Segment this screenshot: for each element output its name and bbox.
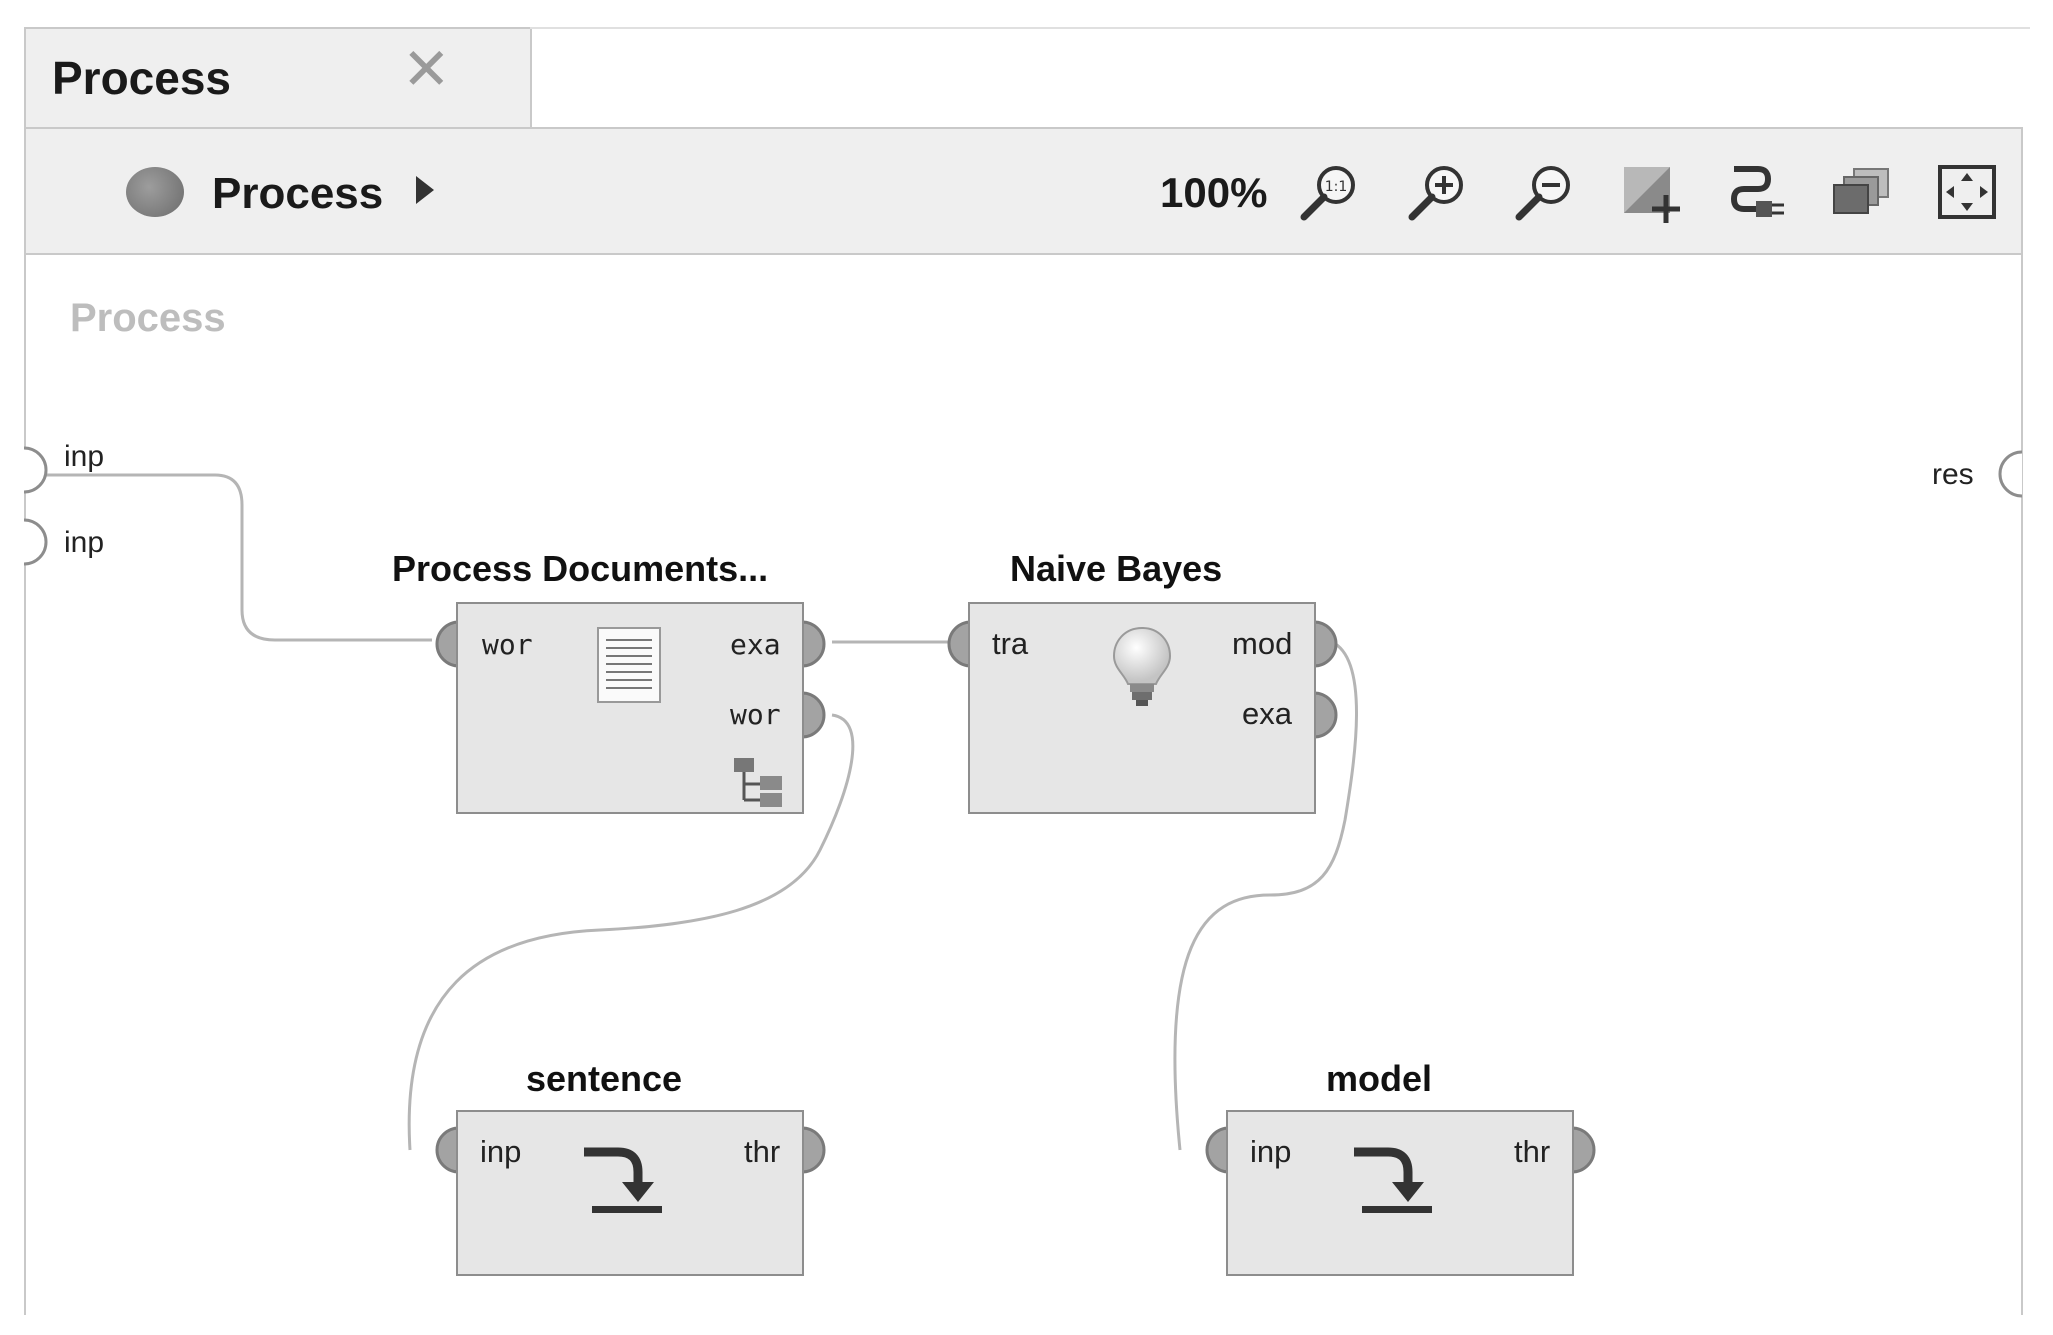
naive-bayes-out-port-mod [1312,620,1338,668]
port-label-thr-out: thr [1514,1134,1551,1169]
breadcrumb[interactable]: Process [212,169,384,218]
port-label-tra-in: tra [992,626,1029,661]
tab-strip [530,27,2030,129]
wire-mod-to-model [1173,640,1358,1151]
canvas-input-port-2 [23,518,48,566]
port-label-wor-out: wor [730,698,781,731]
model-out-port-thr [1570,1126,1596,1174]
add-note-icon[interactable] [1618,161,1684,223]
svg-text:1:1: 1:1 [1325,179,1348,195]
naive-bayes-in-port-tra [947,620,973,668]
sentence-out-port-thr [800,1126,826,1174]
port-label-wor-in: wor [482,628,533,661]
wire-inp-to-process-documents [40,473,432,642]
canvas-output-port-1 [1998,450,2023,498]
operator-title-naive-bayes: Naive Bayes [1010,548,1223,589]
port-label-mod-out: mod [1232,626,1293,661]
tab-title: Process [52,52,232,104]
operator-title-process-documents: Process Documents... [392,548,769,589]
canvas-input-label-2: inp [64,526,105,559]
sentence-in-port-inp [435,1126,461,1174]
zoom-out-icon[interactable] [1511,161,1577,223]
zoom-level: 100% [1160,169,1268,216]
operator-title-model: model [1326,1058,1433,1099]
process-documents-out-port-wor [800,691,826,739]
process-globe-icon [126,167,184,217]
port-label-inp-in: inp [1250,1134,1292,1169]
port-label-inp-in: inp [480,1134,522,1169]
store-arrow-icon [584,1147,662,1213]
auto-wire-icon[interactable] [1722,161,1788,223]
operator-process-documents[interactable]: wor exa wor [456,602,804,814]
subprocess-icon[interactable] [732,756,784,808]
document-icon [597,627,661,703]
process-toolbar: Process 100% 1:1 [24,127,2023,255]
operator-naive-bayes[interactable]: tra mod exa [968,602,1316,814]
process-tab[interactable]: Process ✕ [24,27,532,129]
naive-bayes-out-port-exa [1312,691,1338,739]
zoom-in-icon[interactable] [1404,161,1470,223]
zoom-reset-icon[interactable]: 1:1 [1296,161,1362,223]
close-icon[interactable]: ✕ [402,37,451,102]
layers-icon[interactable] [1828,161,1894,223]
lightbulb-icon [1112,626,1172,706]
canvas-input-label-1: inp [64,440,105,473]
operator-model[interactable]: inp thr [1226,1110,1574,1276]
process-documents-out-port-exa [800,620,826,668]
breadcrumb-arrow-icon[interactable] [416,176,434,204]
port-label-exa-out: exa [730,628,781,661]
port-label-thr-out: thr [744,1134,781,1169]
canvas-label: Process [70,296,226,340]
canvas-input-port-1 [23,446,48,494]
canvas-output-label-1: res [1932,458,1974,491]
wire-wor-to-sentence [407,713,855,1151]
store-arrow-icon [1354,1147,1432,1213]
operator-title-sentence: sentence [526,1058,683,1099]
process-documents-in-port-wor [435,620,461,668]
fit-to-window-icon[interactable] [1934,161,2000,223]
port-label-exa-out: exa [1242,696,1292,731]
operator-sentence[interactable]: inp thr [456,1110,804,1276]
model-in-port-inp [1205,1126,1231,1174]
